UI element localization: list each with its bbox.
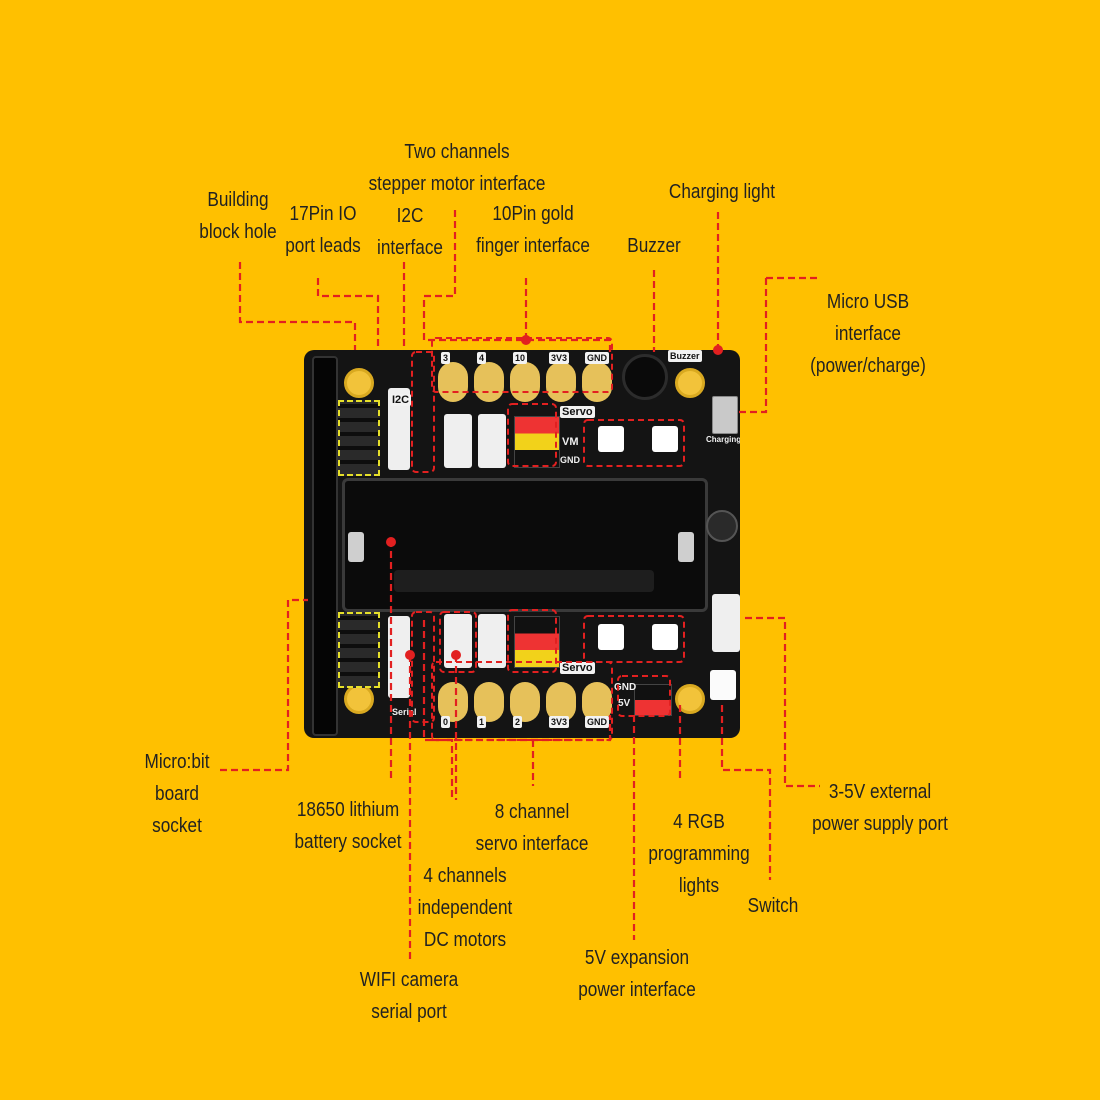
label-pin-io: 17Pin IO port leads — [285, 203, 361, 257]
charging-silk: Charging — [706, 435, 740, 444]
mount-hole — [344, 684, 374, 714]
label-micro-usb: Micro USB interface (power/charge) — [810, 291, 926, 377]
gold-pad — [474, 362, 504, 402]
gold-pad-label: GND — [585, 716, 609, 728]
anchor-dot — [521, 335, 531, 345]
gold-pad — [510, 362, 540, 402]
io-pin-header-top — [338, 400, 380, 476]
servo-header-bottom — [514, 616, 560, 668]
leader-line — [238, 262, 357, 350]
motor-connector — [478, 414, 506, 468]
label-external-power: 3-5V external power supply port — [812, 781, 948, 835]
gold-pad — [582, 362, 612, 402]
expansion-board: I2C Serial Servo Servo VM GND Buzzer Cha… — [304, 350, 740, 738]
mount-hole — [675, 684, 705, 714]
rgb-led — [598, 624, 624, 650]
serial-silk: Serial — [392, 707, 417, 717]
label-stepper: Two channels stepper motor interface — [368, 141, 546, 195]
gold-pad-label: 3 — [441, 352, 451, 364]
servo-silk-top: Servo — [560, 406, 595, 418]
label-5v-expansion: 5V expansion power interface — [578, 947, 696, 1001]
five-v-silk: 5V — [618, 698, 631, 709]
label-switch: Switch — [747, 895, 799, 917]
servo-silk-bottom: Servo — [560, 662, 595, 674]
label-dc-motors: 4 channels independent DC motors — [417, 865, 513, 951]
leader-line — [220, 598, 308, 772]
i2c-connector — [388, 388, 410, 470]
power-switch — [710, 670, 736, 700]
gold-pad — [546, 362, 576, 402]
gold-pad-label: 10 — [513, 352, 528, 364]
serial-connector — [388, 616, 410, 698]
label-battery-socket: 18650 lithium battery socket — [294, 799, 402, 853]
label-building-block-hole: Building block hole — [199, 189, 277, 243]
gold-pad-label: 2 — [513, 716, 523, 728]
gold-pad — [438, 362, 468, 402]
label-microbit-socket: Micro:bit board socket — [144, 751, 210, 837]
i2c-silk: I2C — [390, 394, 412, 406]
gnd-silk: GND — [560, 455, 580, 465]
label-rgb-lights: 4 RGB programming lights — [648, 811, 750, 897]
servo-header-top — [514, 416, 560, 468]
motor-connector — [478, 614, 506, 668]
label-i2c: I2C interface — [377, 205, 443, 259]
gnd-5v-silk: GND — [614, 682, 637, 693]
gold-pad-label: 1 — [477, 716, 487, 728]
5v-expansion-header — [634, 684, 672, 716]
label-gold-finger: 10Pin gold finger interface — [476, 203, 590, 257]
io-pin-header-bottom — [338, 612, 380, 688]
gold-pad-label: 3V3 — [549, 352, 570, 364]
external-power-connector — [712, 594, 740, 652]
gold-pad-label: GND — [585, 352, 609, 364]
battery-recess — [394, 570, 654, 592]
buzzer-silk: Buzzer — [668, 350, 702, 362]
label-wifi-serial: WIFI camera serial port — [359, 969, 459, 1023]
micro-usb-port — [712, 396, 738, 434]
label-servo-8ch: 8 channel servo interface — [475, 801, 589, 855]
battery-contact — [348, 532, 364, 562]
vm-silk: VM — [562, 436, 579, 448]
battery-contact — [678, 532, 694, 562]
label-buzzer: Buzzer — [627, 235, 681, 257]
rgb-led — [652, 426, 678, 452]
inductor — [706, 510, 738, 542]
mount-hole — [675, 368, 705, 398]
buzzer — [622, 354, 668, 400]
rgb-led — [652, 624, 678, 650]
motor-connector — [444, 614, 472, 668]
motor-connector — [444, 414, 472, 468]
gold-pad-label: 3V3 — [549, 716, 570, 728]
leader-line — [316, 278, 380, 350]
microbit-slot — [312, 356, 338, 736]
rgb-led — [598, 426, 624, 452]
leader-line — [745, 616, 820, 788]
label-charging-light: Charging light — [668, 181, 776, 203]
mount-hole — [344, 368, 374, 398]
gold-pad-label: 4 — [477, 352, 487, 364]
gold-pad-label: 0 — [441, 716, 451, 728]
